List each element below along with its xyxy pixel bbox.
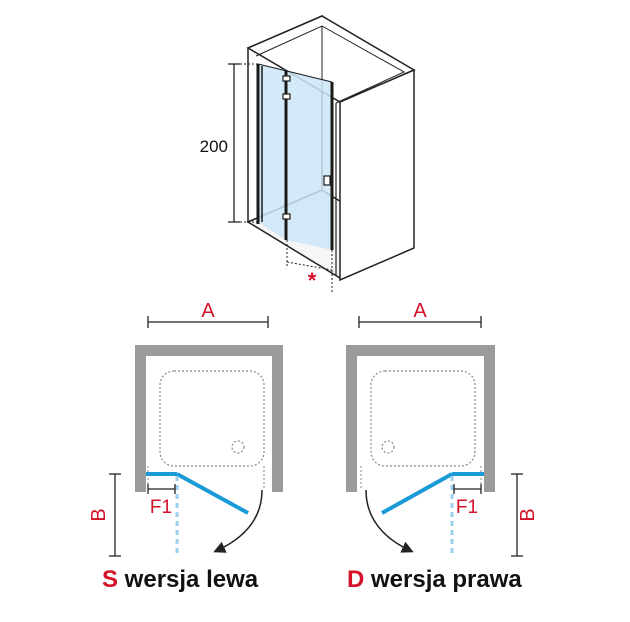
hinge [282, 213, 291, 220]
glass-door [176, 472, 249, 515]
width-label: A [413, 300, 427, 322]
glass-panel-fixed [258, 64, 286, 240]
caption-left-version: S wersja lewa [102, 566, 258, 598]
swing-arrow [213, 489, 263, 553]
side-wall [339, 68, 415, 282]
wall-right [272, 345, 283, 492]
glass-door [381, 472, 453, 515]
wall-left [346, 345, 357, 492]
wall-right [484, 345, 495, 492]
fixed-panel-label: F1 [150, 497, 172, 518]
caption-letter: S [102, 566, 119, 593]
caption-text: wersja prawa [364, 566, 522, 593]
hinge [282, 75, 291, 82]
caption-letter: D [347, 566, 365, 593]
height-label: 200 [200, 137, 228, 156]
swing-arrow [365, 489, 414, 553]
drain-icon [381, 440, 395, 454]
wall-back [135, 345, 283, 356]
width-label: A [201, 300, 215, 322]
plan-left: A F1 B [88, 300, 283, 557]
door-handle [323, 175, 331, 186]
depth-label: B [88, 508, 110, 521]
drain-icon [231, 440, 245, 454]
wall-back [346, 345, 495, 356]
fixed-panel-label: F1 [456, 497, 478, 518]
wall-left [135, 345, 146, 492]
caption-text: wersja lewa [118, 566, 259, 593]
plan-right: A F1 B [346, 300, 539, 557]
shower-tray [370, 370, 476, 467]
hinge [282, 93, 291, 100]
asterisk-marker: * [308, 268, 317, 293]
caption-right-version: D wersja prawa [347, 566, 522, 598]
elevation-view: 200 * [200, 14, 416, 293]
shower-tray [159, 370, 265, 467]
depth-label: B [517, 508, 539, 521]
glass-panel-door [286, 70, 332, 250]
